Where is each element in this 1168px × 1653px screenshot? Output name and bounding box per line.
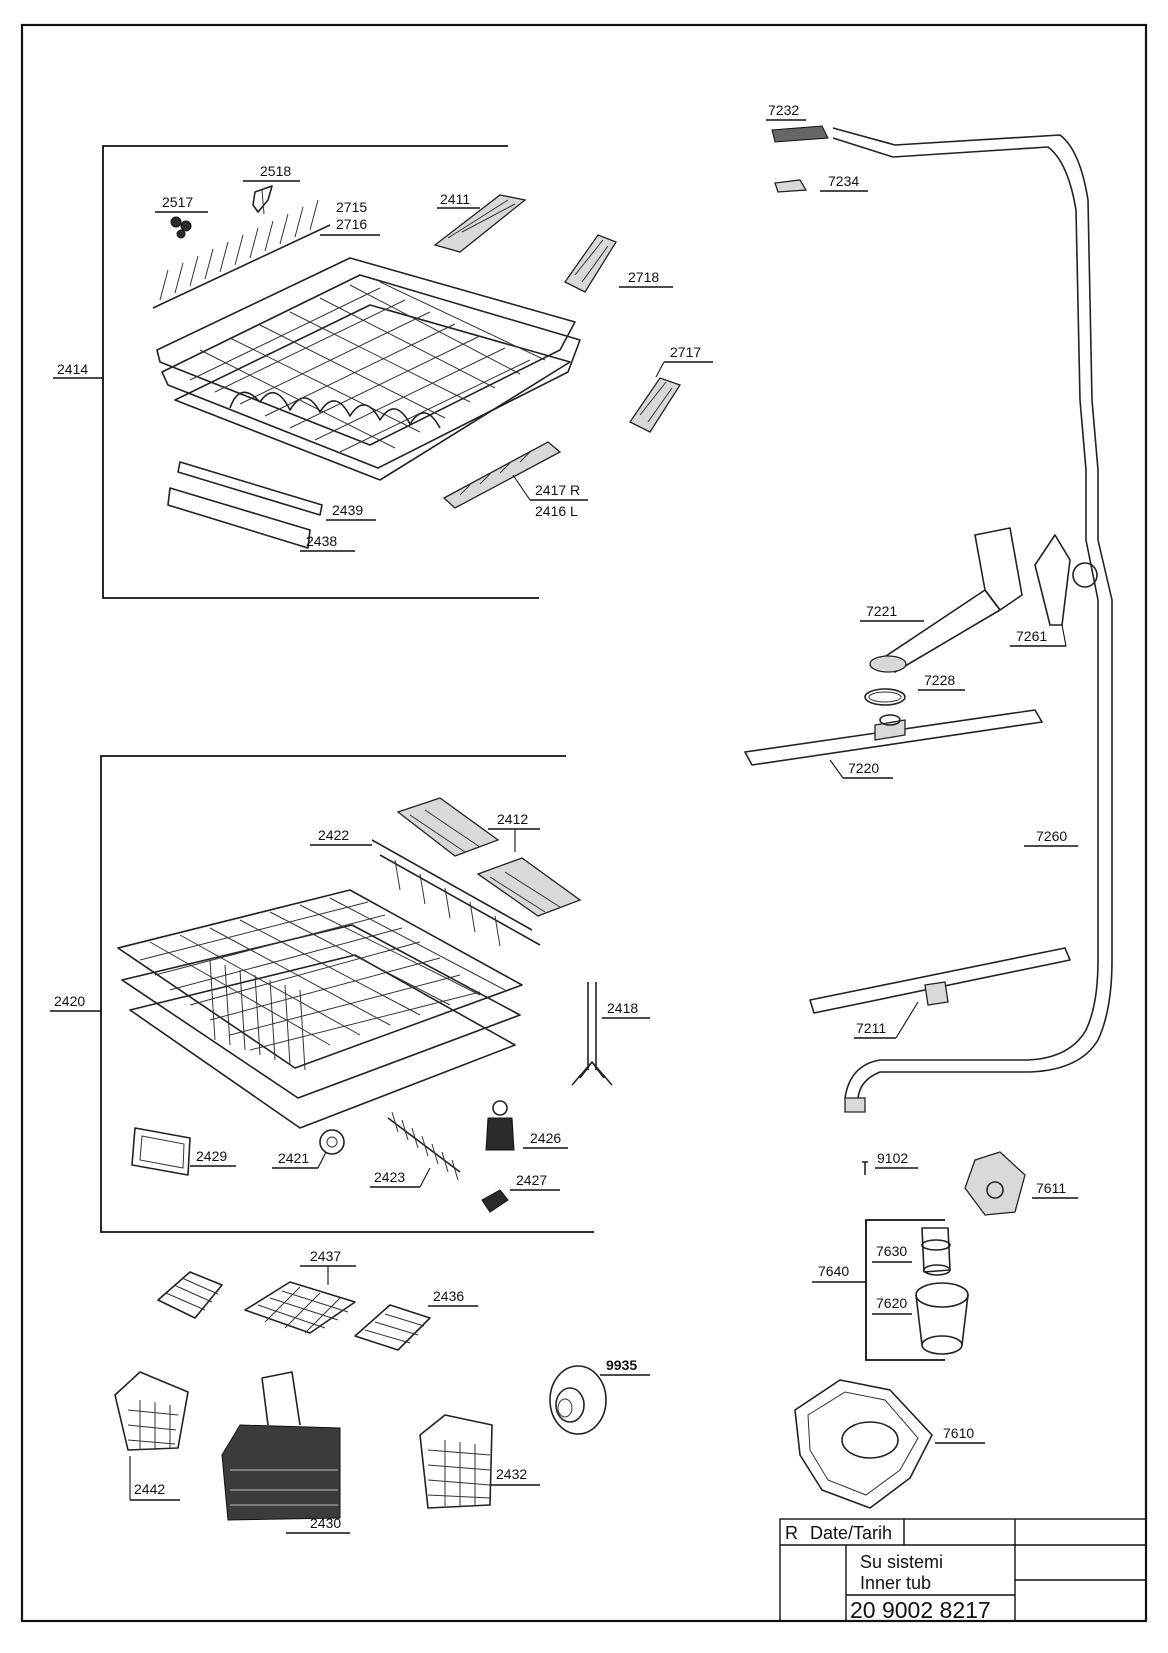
title-block-title-tr: Su sistemi [860,1552,943,1572]
water-system-group: 7260 7232 7234 7221 7261 [744,102,1113,1509]
label-2437: 2437 [310,1248,341,1264]
label-2429: 2429 [196,1148,227,1164]
drawing-frame [20,23,1148,1623]
label-2442: 2442 [134,1481,165,1497]
part-2426-drawing [485,1100,515,1151]
label-7228: 7228 [924,672,955,688]
label-2718: 2718 [628,269,659,285]
hanger-2518-drawing [252,185,273,215]
front-panel-2439-drawing [167,461,323,549]
label-7221: 7221 [866,603,897,619]
spray-arm-7221-drawing [869,527,1023,673]
title-block-title-en: Inner tub [860,1573,931,1593]
title-block-date: Date/Tarih [810,1523,892,1543]
basket-2432-drawing [419,1414,493,1509]
lower-basket-drawing [117,889,523,1129]
label-2414: 2414 [57,361,88,377]
filter-group-bracket [865,1219,945,1361]
screw-9102-drawing [862,1161,868,1175]
label-2421: 2421 [278,1150,309,1166]
filter-7630-drawing [921,1227,951,1276]
label-7234: 7234 [828,173,859,189]
label-9935: 9935 [606,1357,637,1373]
label-2411: 2411 [440,191,470,207]
label-2417-r: 2417 R [535,482,580,498]
upper-basket-bracket [102,145,539,599]
part-2717-drawing [629,377,681,433]
part-2718-drawing [564,234,617,293]
upper-basket-group: 2414 2517 2518 2715 [53,145,713,599]
grids-2437-drawing [157,1271,431,1351]
label-7620: 7620 [876,1295,907,1311]
label-2423: 2423 [374,1169,405,1185]
label-2715: 2715 [336,199,367,215]
filter-plate-7610-drawing [794,1379,933,1509]
label-9102: 9102 [877,1150,908,1166]
label-2432: 2432 [496,1466,527,1482]
title-block-part-number: 20 9002 8217 [850,1597,991,1623]
label-2430: 2430 [310,1515,341,1531]
spray-arm-7220-drawing [744,709,1043,766]
title-block: R Date/Tarih Su sistemi Inner tub 20 900… [779,1518,1147,1623]
flip-shelf-2422-drawing [371,839,541,947]
part-9935-drawing [549,1365,607,1435]
part-7232-drawing [771,125,829,143]
stand-2418-drawing [571,982,613,1086]
upper-basket-drawing [156,257,581,481]
clips-2517-drawing [170,216,192,239]
rack-insert-2423-drawing [387,1111,461,1181]
label-2416-l: 2416 L [535,503,578,519]
spray-arm-7211-drawing [809,947,1071,1014]
pipe-7260-drawing [832,127,1113,1113]
label-2439: 2439 [332,502,363,518]
label-2438: 2438 [306,533,337,549]
trays-2412-drawing [396,797,582,917]
wheel-2421-drawing [319,1129,345,1155]
label-7640: 7640 [818,1263,849,1279]
label-7211: 7211 [856,1020,886,1036]
label-2422: 2422 [318,827,349,843]
part-7261-drawing [1034,534,1098,626]
label-2717: 2717 [670,344,701,360]
label-7260: 7260 [1036,828,1067,844]
label-7220: 7220 [848,760,879,776]
part-2427-drawing [481,1189,509,1213]
label-7611: 7611 [1036,1180,1066,1196]
part-7611-drawing [964,1151,1026,1216]
label-7232: 7232 [768,102,799,118]
panel-2429-drawing [131,1127,191,1176]
label-2517: 2517 [162,194,193,210]
label-2420: 2420 [54,993,85,1009]
label-2436: 2436 [433,1288,464,1304]
accessories-group: 2437 2436 9935 2442 2430 [114,1248,650,1534]
label-2412: 2412 [497,811,528,827]
label-2418: 2418 [607,1000,638,1016]
title-block-rev: R [785,1523,798,1543]
label-7610: 7610 [943,1425,974,1441]
label-2427: 2427 [516,1172,547,1188]
label-2518: 2518 [260,163,291,179]
label-2426: 2426 [530,1130,561,1146]
label-7261: 7261 [1016,628,1047,644]
label-2716: 2716 [336,216,367,232]
lower-basket-bracket [100,755,594,1233]
lower-basket-group: 2420 2422 2412 [50,755,650,1233]
basket-2430-drawing [221,1371,341,1521]
label-7630: 7630 [876,1243,907,1259]
cup-shelf-drawing [152,199,331,309]
rail-2417-2416-drawing [442,441,562,509]
part-7234-drawing [774,179,808,193]
filter-7620-drawing [915,1282,969,1355]
ring-7228-drawing [864,688,906,706]
basket-2442-drawing [114,1371,189,1451]
tray-2411-drawing [433,194,527,253]
